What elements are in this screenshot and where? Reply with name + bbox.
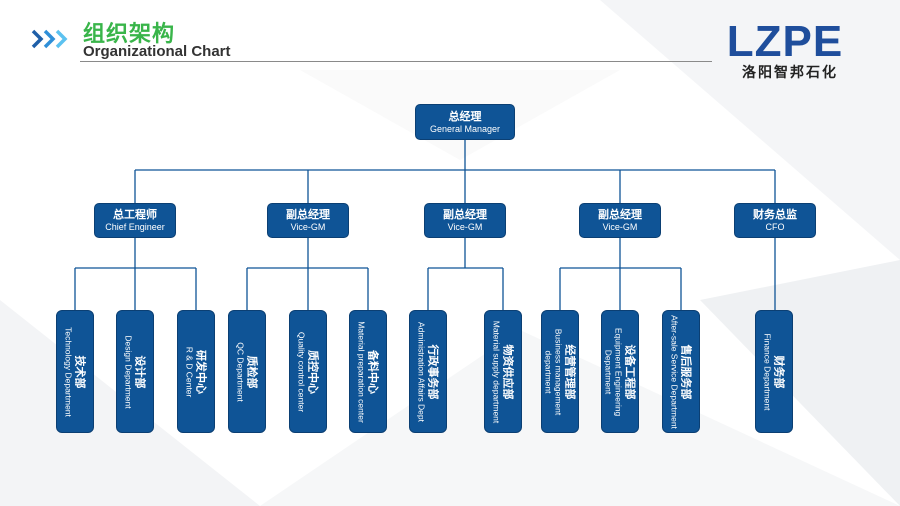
node-label-cn: 副总经理 bbox=[598, 208, 642, 221]
node-label-cn: 质检部 bbox=[245, 355, 259, 388]
node-label-cn: 研发中心 bbox=[194, 349, 208, 394]
node-label-en: General Manager bbox=[429, 123, 501, 134]
node-label-en: Vice-GM bbox=[290, 222, 326, 232]
node-label-en: CFO bbox=[765, 222, 785, 232]
node-label-cn: 经营管理部 bbox=[563, 344, 577, 399]
org-node-after-sale-service: 售后服务部 After-sale Service Department bbox=[662, 310, 700, 433]
org-node-design-department: 设计部 Design Department bbox=[116, 310, 154, 433]
node-label-cn: 技术部 bbox=[73, 355, 87, 388]
node-label-cn: 质控中心 bbox=[306, 349, 320, 394]
org-node-general-manager: 总经理 General Manager bbox=[415, 104, 515, 140]
node-label-cn: 售后服务部 bbox=[679, 344, 693, 399]
node-label-cn: 设备工程部 bbox=[623, 344, 637, 399]
node-label-cn: 行政事务部 bbox=[426, 344, 440, 399]
node-label-en: QC Department bbox=[235, 341, 246, 402]
header-divider bbox=[80, 61, 712, 62]
org-node-technology-department: 技术部 Technology Department bbox=[56, 310, 94, 433]
node-label-cn: 设计部 bbox=[133, 355, 147, 388]
node-label-en: Technology Department bbox=[63, 326, 74, 417]
org-node-quality-control-center: 质控中心 Quality control center bbox=[289, 310, 327, 433]
node-label-en: Chief Engineer bbox=[105, 222, 165, 232]
page-title-cn: 组织架构 bbox=[83, 22, 176, 47]
logo-text: LZPE bbox=[727, 20, 843, 60]
node-label-en: Quality control center bbox=[296, 331, 307, 412]
org-node-administration-affairs: 行政事务部 Administration Affairs Dept bbox=[409, 310, 447, 433]
org-node-qc-department: 质检部 QC Department bbox=[228, 310, 266, 433]
node-label-en: Material supply department bbox=[491, 320, 502, 423]
node-label-en: Vice-GM bbox=[602, 222, 638, 232]
org-node-material-supply: 物资供应部 Material supply department bbox=[484, 310, 522, 433]
node-label-en: R & D Center bbox=[184, 346, 195, 397]
page-title-en: Organizational Chart bbox=[83, 43, 231, 60]
node-label-cn: 财务部 bbox=[772, 355, 786, 388]
node-label-en: Equipment Engineering Department bbox=[603, 327, 624, 416]
node-label-cn: 副总经理 bbox=[443, 208, 487, 221]
node-label-cn: 财务总监 bbox=[753, 208, 797, 221]
org-node-vice-gm-3: 副总经理 Vice-GM bbox=[579, 203, 661, 238]
node-label-en: Vice-GM bbox=[447, 222, 483, 232]
org-node-chief-engineer: 总工程师 Chief Engineer bbox=[94, 203, 176, 238]
org-node-finance-department: 财务部 Finance Department bbox=[755, 310, 793, 433]
node-label-cn: 备料中心 bbox=[366, 349, 380, 394]
org-node-rd-center: 研发中心 R & D Center bbox=[177, 310, 215, 433]
node-label-en: After-sale Service Department bbox=[669, 314, 680, 429]
org-node-vice-gm-1: 副总经理 Vice-GM bbox=[267, 203, 349, 238]
org-node-business-management: 经营管理部 Business management department bbox=[541, 310, 579, 433]
logo-subtitle: 洛阳智邦石化 bbox=[742, 65, 838, 81]
node-label-en: Administration Affairs Dept bbox=[416, 321, 427, 422]
company-logo: LZPE bbox=[727, 20, 843, 60]
org-node-material-preparation-center: 备料中心 Material preparation center bbox=[349, 310, 387, 433]
org-node-equipment-engineering: 设备工程部 Equipment Engineering Department bbox=[601, 310, 639, 433]
node-label-cn: 副总经理 bbox=[286, 208, 330, 221]
node-label-cn: 总经理 bbox=[448, 109, 482, 123]
node-label-cn: 物资供应部 bbox=[501, 344, 515, 399]
node-label-en: Design Department bbox=[123, 334, 134, 409]
org-node-vice-gm-2: 副总经理 Vice-GM bbox=[424, 203, 506, 238]
node-label-en: Finance Department bbox=[762, 332, 773, 410]
node-label-en: Business management department bbox=[543, 328, 564, 415]
node-label-cn: 总工程师 bbox=[113, 208, 157, 221]
node-label-en: Material preparation center bbox=[356, 320, 367, 423]
org-node-cfo: 财务总监 CFO bbox=[734, 203, 816, 238]
chevron-arrows-icon bbox=[31, 29, 68, 49]
